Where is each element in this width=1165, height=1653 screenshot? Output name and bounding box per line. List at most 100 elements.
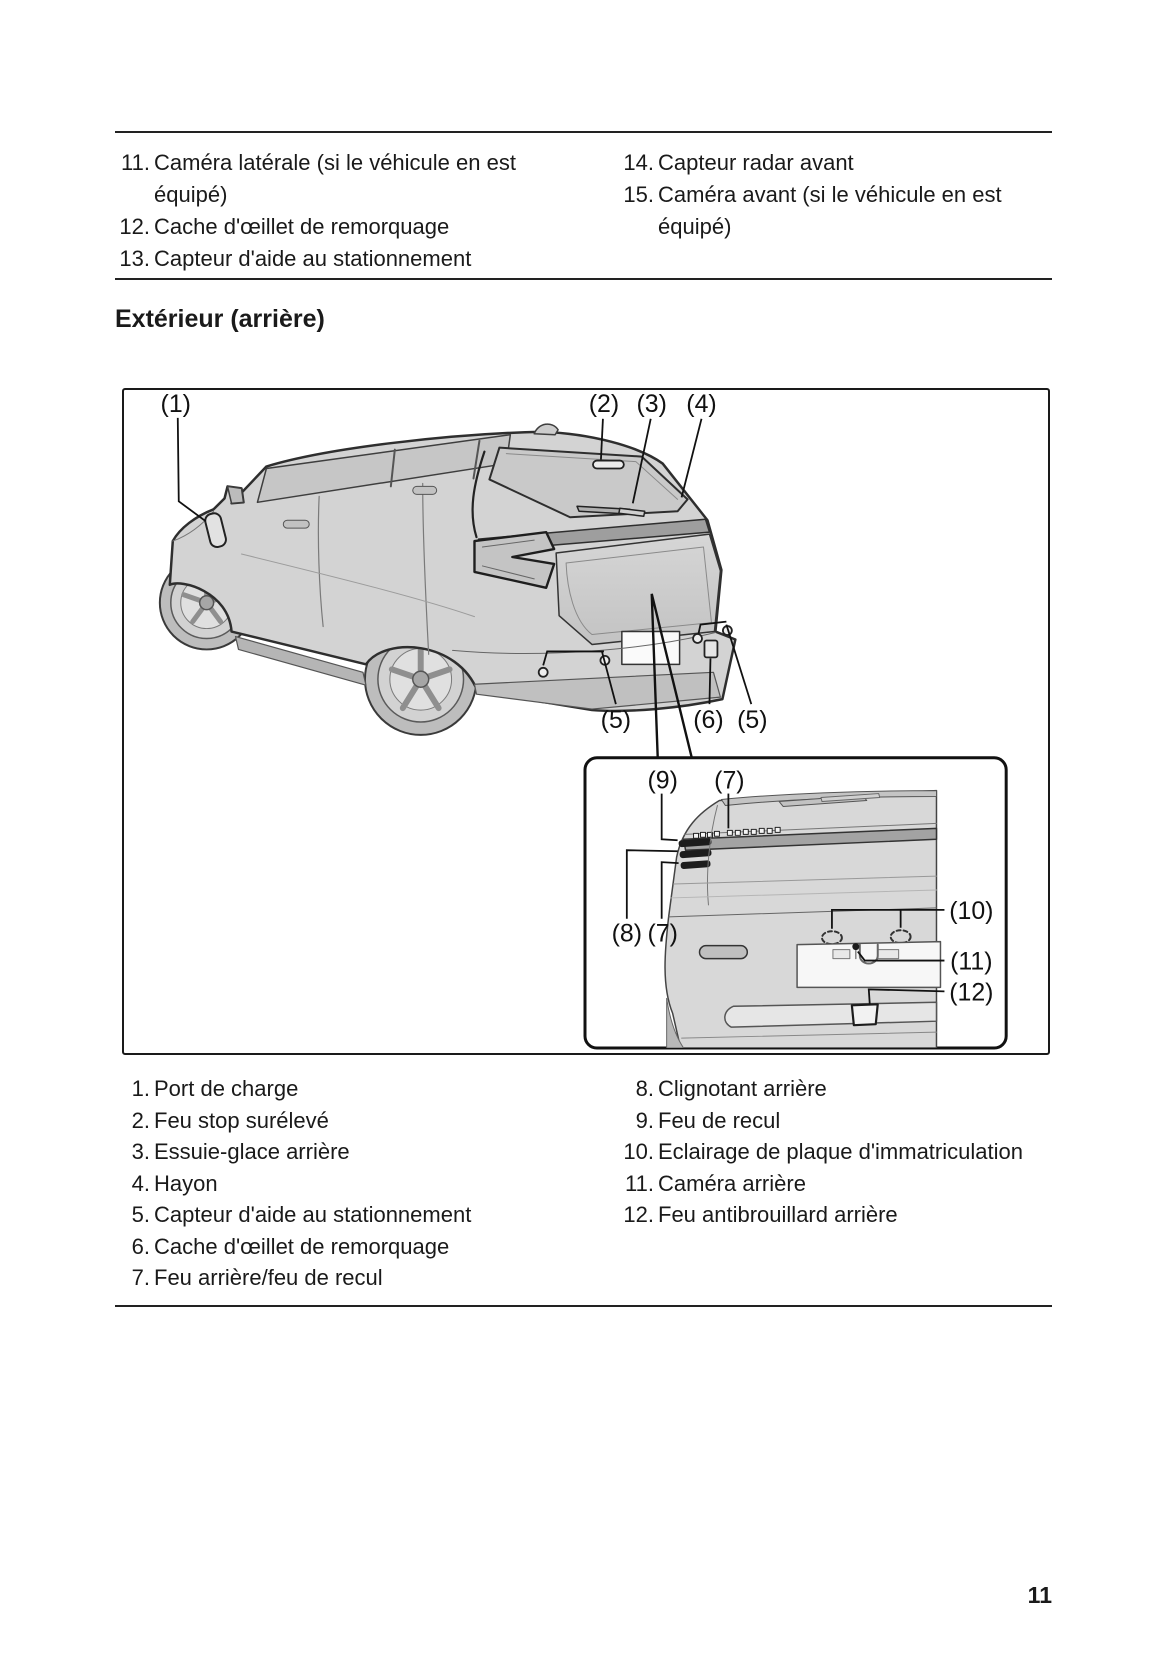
item-text: Feu antibrouillard arrière <box>658 1202 898 1227</box>
legend-item: 1. Port de charge <box>114 1073 569 1105</box>
bumper-reflector <box>698 944 749 960</box>
inset-leader-lines <box>625 793 945 1005</box>
callout-10: (10) <box>949 897 993 925</box>
item-number: 12. <box>623 1202 654 1227</box>
item-text: Essuie-glace arrière <box>154 1139 350 1164</box>
section-divider <box>115 278 1052 280</box>
header-list-left: 11. Caméra latérale (si le véhicule en e… <box>114 147 526 275</box>
callout-12: (12) <box>949 978 993 1006</box>
tail-light <box>473 530 556 589</box>
legend-item: 2. Feu stop surélevé <box>114 1105 569 1137</box>
magnifier-wedge <box>650 593 693 758</box>
lower-trim <box>724 1001 938 1028</box>
legend-item: 4. Hayon <box>114 1168 569 1200</box>
callout-1: (1) <box>161 390 191 418</box>
list-item: 15. Caméra avant (si le véhicule en est … <box>608 179 1052 243</box>
plate-light <box>820 930 843 946</box>
header-list-right: 14. Capteur radar avant 15. Caméra avant… <box>608 147 1052 243</box>
item-number: 13. <box>119 246 150 271</box>
item-number: 2. <box>131 1107 150 1133</box>
item-text: Feu de recul <box>658 1107 781 1133</box>
item-text: Cache d'œillet de remorquage <box>154 1233 450 1259</box>
item-number: 11. <box>625 1170 654 1196</box>
list-item: 11. Caméra latérale (si le véhicule en e… <box>114 147 526 211</box>
side-mirror <box>226 485 245 505</box>
door-handle <box>412 485 438 495</box>
list-item: 12. Cache d'œillet de remorquage <box>114 211 526 243</box>
item-text: Feu stop surélevé <box>154 1107 329 1133</box>
callout-7-side: (7) <box>647 920 677 948</box>
item-number: 6. <box>131 1233 150 1259</box>
callout-5-left: (5) <box>601 706 631 734</box>
item-text: Clignotant arrière <box>658 1076 827 1101</box>
item-text: Caméra avant (si le véhicule en est équi… <box>658 182 1002 239</box>
item-text: Capteur d'aide au stationnement <box>154 1202 472 1227</box>
rear-camera <box>852 943 860 951</box>
callout-6: (6) <box>693 706 723 734</box>
item-number: 14. <box>623 150 654 175</box>
item-number: 9. <box>635 1107 654 1133</box>
callout-3: (3) <box>637 390 667 418</box>
callout-9: (9) <box>647 767 677 795</box>
door-handle <box>282 519 310 529</box>
legend-item: 5. Capteur d'aide au stationnement <box>114 1199 569 1231</box>
item-text: Feu arrière/feu de recul <box>154 1265 383 1290</box>
item-number: 7. <box>131 1265 150 1290</box>
item-text: Caméra arrière <box>658 1170 806 1196</box>
legend-item: 3. Essuie-glace arrière <box>114 1136 569 1168</box>
rear-window <box>488 446 689 519</box>
list-item: 13. Capteur d'aide au stationnement <box>114 243 526 275</box>
vehicle-rear-diagram: (1) (2) (3) (4) (5) (6) (5) <box>158 390 1008 1050</box>
callout-5-right: (5) <box>737 706 767 734</box>
callout-11: (11) <box>950 948 992 976</box>
callout-2: (2) <box>589 390 619 418</box>
callout-8: (8) <box>612 920 642 948</box>
item-text: Capteur radar avant <box>658 150 854 175</box>
vehicle-artwork <box>158 423 737 736</box>
callout-4: (4) <box>686 390 716 418</box>
callout-leader-lines <box>176 417 753 705</box>
item-number: 3. <box>131 1139 150 1164</box>
item-number: 15. <box>623 182 654 207</box>
legend-item: 9. Feu de recul <box>608 1105 1052 1137</box>
item-text: Port de charge <box>154 1076 299 1101</box>
item-number: 11. <box>121 150 150 175</box>
item-number: 5. <box>131 1202 150 1227</box>
legend-item: 10. Eclairage de plaque d'immatriculatio… <box>608 1136 1052 1168</box>
callout-7-top: (7) <box>714 767 744 795</box>
item-number: 8. <box>635 1076 654 1101</box>
legend-item: 12. Feu antibrouillard arrière <box>608 1199 1052 1231</box>
item-text: Caméra latérale (si le véhicule en est é… <box>154 150 516 207</box>
item-number: 4. <box>131 1170 150 1196</box>
vehicle-rear-figure: (1) (2) (3) (4) (5) (6) (5) <box>122 388 1050 1055</box>
item-text: Capteur d'aide au stationnement <box>154 246 472 271</box>
legend-list-left: 1. Port de charge 2. Feu stop surélevé 3… <box>114 1073 569 1294</box>
item-number: 10. <box>623 1139 654 1164</box>
rear-fog-light <box>850 1003 879 1027</box>
bottom-divider <box>115 1305 1052 1307</box>
item-number: 1. <box>131 1076 150 1101</box>
item-text: Cache d'œillet de remorquage <box>154 214 450 239</box>
item-number: 12. <box>119 214 150 239</box>
legend-item: 7. Feu arrière/feu de recul <box>114 1262 569 1294</box>
page-number: 11 <box>1027 1582 1052 1608</box>
antenna-fin <box>533 423 559 436</box>
item-text: Hayon <box>154 1170 218 1196</box>
tailgate-detail-art <box>664 789 942 1049</box>
top-divider <box>115 131 1052 133</box>
led-segments <box>693 826 781 839</box>
charge-port <box>204 512 227 548</box>
license-plate-recess <box>621 630 681 666</box>
legend-list-right: 8. Clignotant arrière 9. Feu de recul 10… <box>608 1073 1052 1231</box>
plate-light <box>889 929 912 945</box>
tailgate <box>555 533 722 646</box>
list-item: 14. Capteur radar avant <box>608 147 1052 179</box>
legend-item: 8. Clignotant arrière <box>608 1073 1052 1105</box>
high-mount-stop-light <box>592 459 625 470</box>
legend-item: 11. Caméra arrière <box>608 1168 1052 1200</box>
tow-eye-cover <box>703 639 719 659</box>
item-text: Eclairage de plaque d'immatriculation <box>658 1139 1023 1164</box>
legend-item: 6. Cache d'œillet de remorquage <box>114 1231 569 1263</box>
rocker-sill <box>234 635 367 686</box>
